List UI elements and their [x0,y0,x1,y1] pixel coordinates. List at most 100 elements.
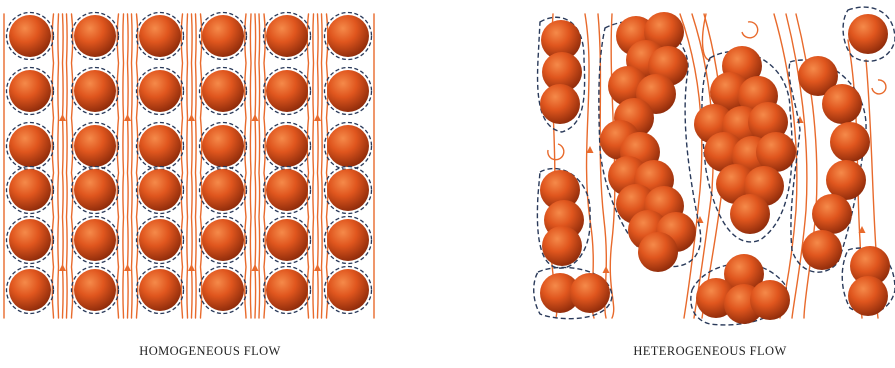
particle-sphere [9,15,51,57]
homogeneous-streamline [245,14,246,318]
particle-sphere [756,132,796,172]
particle-sphere [9,125,51,167]
particle-sphere [202,219,244,261]
particle-sphere [139,269,181,311]
particle-sphere [848,14,888,54]
homogeneous-streamline [123,14,124,318]
particle-sphere [540,84,580,124]
particle [325,13,372,60]
flow-arrow [188,114,195,121]
particle [72,68,119,115]
particle [264,167,311,214]
particle-sphere [139,125,181,167]
particle-sphere [74,125,116,167]
homogeneous-streamline [327,14,328,318]
particle [848,276,888,316]
homogeneous-streamlines [4,14,374,318]
particle-sphere [266,269,308,311]
particle-sphere [822,84,862,124]
particle-sphere [9,70,51,112]
particle-sphere [9,169,51,211]
particle [802,230,842,270]
homogeneous-streamline [128,14,129,318]
particle-sphere [74,169,116,211]
particle [137,68,184,115]
particle-sphere [327,219,369,261]
homogeneous-flow-panel [4,13,374,319]
homogeneous-streamline [201,14,202,318]
particle [540,84,580,124]
particle [264,123,311,170]
particle-sphere [570,273,610,313]
flow-arrow [252,114,259,121]
particle-sphere [266,169,308,211]
particle [830,122,870,162]
particle-sphere [139,15,181,57]
particle-sphere [830,122,870,162]
particle-sphere [730,194,770,234]
particle [638,232,678,272]
particle-sphere [327,125,369,167]
particle [325,217,372,264]
particle [137,123,184,170]
particle [200,13,247,60]
particle-sphere [9,219,51,261]
particle [7,123,54,170]
homogeneous-streamline [313,14,314,318]
homogeneous-streamline [58,14,59,318]
particle-sphere [202,269,244,311]
particle [72,167,119,214]
heterogeneous-flow-panel [534,7,895,325]
particle-sphere [802,230,842,270]
homogeneous-streamline [255,14,256,318]
homogeneous-streamline [67,14,68,318]
particle-sphere [9,269,51,311]
homogeneous-streamline [72,14,73,318]
homogeneous-streamline [52,14,53,318]
particle [72,13,119,60]
particle-sphere [266,125,308,167]
heterogeneous-flow-caption: HETEROGENEOUS FLOW [560,344,860,359]
homogeneous-streamline [117,14,118,318]
particle-sphere [202,15,244,57]
homogeneous-streamline [250,14,251,318]
particle [200,267,247,314]
flow-arrow [59,114,66,121]
flow-arrow [797,116,804,123]
particle-sphere [266,70,308,112]
homogeneous-flow-caption: HOMOGENEOUS FLOW [60,344,360,359]
particle [542,226,582,266]
particle-sphere [202,125,244,167]
flow-arrow [252,264,259,271]
particle [7,68,54,115]
homogeneous-streamline [192,14,193,318]
particle [822,84,862,124]
particle [72,267,119,314]
eddy [742,22,758,38]
particle-sphere [202,70,244,112]
particle [137,167,184,214]
particle [200,217,247,264]
particle [264,267,311,314]
homogeneous-streamline [196,14,197,318]
homogeneous-streamline [132,14,133,318]
particle [325,267,372,314]
particle [264,13,311,60]
particle [137,267,184,314]
particle [750,280,790,320]
particle [200,123,247,170]
particle-sphere [266,219,308,261]
homogeneous-streamline [307,14,308,318]
homogeneous-streamline [187,14,188,318]
particle-sphere [139,169,181,211]
flow-arrow [587,146,594,153]
homogeneous-streamline [63,14,64,318]
particle-sphere [202,169,244,211]
particle-sphere [542,226,582,266]
particle [848,14,888,54]
flow-arrow [314,114,321,121]
particle [812,194,852,234]
particle-sphere [139,219,181,261]
particle-sphere [327,269,369,311]
